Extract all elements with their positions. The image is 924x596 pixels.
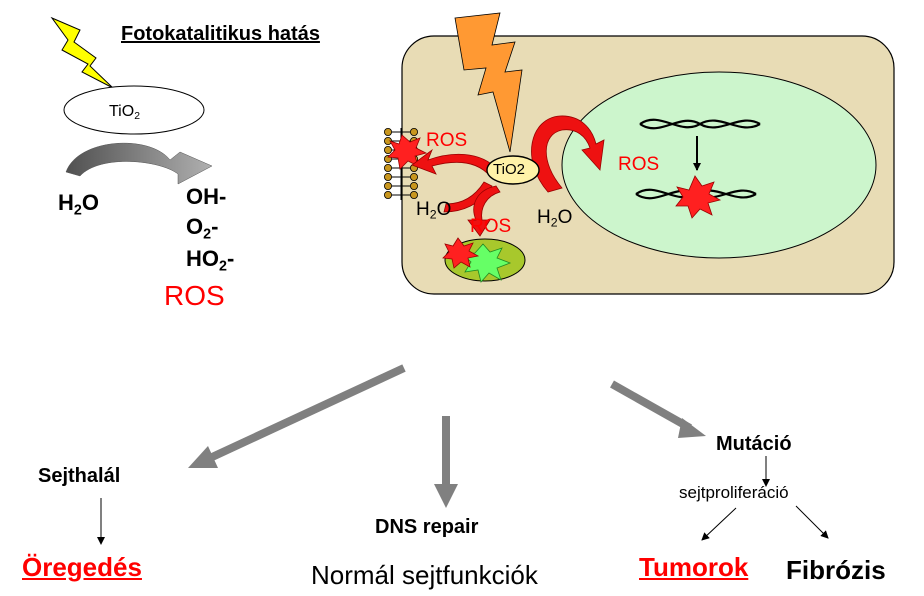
damage-star-red-icon — [442, 237, 480, 269]
lipid-head — [383, 181, 392, 190]
product-oh: OH- — [186, 184, 227, 209]
outcome-fibrosis: Fibrózis — [786, 555, 886, 585]
water-reactant-label: H2O — [58, 190, 99, 219]
ros-nucleus-label: ROS — [618, 154, 660, 175]
mitochondrion — [442, 237, 526, 283]
page-title: Fotokatalitikus hatás — [121, 23, 320, 45]
outcome-tumor: Tumorok — [639, 552, 749, 582]
water-right-label: H2O — [537, 207, 573, 230]
product-ros: ROS — [164, 280, 225, 311]
product-o2: O2- — [186, 214, 219, 243]
lipid-head — [383, 163, 392, 172]
ros-arrows — [411, 115, 605, 237]
lightning-bolt-orange-icon — [454, 12, 523, 153]
outcome-proliferation: sejtproliferáció — [679, 483, 789, 502]
product-ho2: HO2- — [186, 246, 235, 275]
ros-membrane-label: ROS — [426, 130, 468, 151]
arrow-prolif-tumor — [701, 507, 737, 541]
lipid-head — [383, 172, 392, 181]
lipid-head — [383, 127, 392, 136]
lipid-head — [409, 181, 418, 190]
outcome-dna-repair: DNS repair — [375, 516, 479, 538]
nucleus — [561, 71, 877, 259]
lipid-head — [383, 190, 392, 199]
lipid-head — [383, 136, 392, 145]
ros-mito-label: ROS — [470, 216, 512, 237]
outcome-arrows — [188, 364, 706, 508]
lipid-head — [409, 190, 418, 199]
lipid-head — [383, 145, 392, 154]
damage-star-dna-icon — [675, 175, 722, 219]
outcome-cell-death: Sejthalál — [38, 465, 121, 487]
tio2-particle-label: TiO2 — [493, 161, 525, 178]
water-left-label: H2O — [416, 199, 452, 222]
outcome-normal-function: Normál sejtfunkciók — [311, 560, 538, 590]
tio2-ellipse — [63, 85, 205, 135]
outcome-mutation: Mutáció — [716, 433, 792, 455]
tio2-label: TiO2 — [109, 103, 140, 123]
lightning-bolt-icon — [50, 16, 114, 89]
outcome-aging: Öregedés — [22, 552, 142, 582]
damage-star-membrane-icon — [387, 134, 428, 170]
arrow-prolif-fibrosis — [795, 505, 829, 539]
tio2-particle — [486, 155, 540, 185]
lipid-head — [409, 172, 418, 181]
lipid-head — [409, 127, 418, 136]
reaction-arrow-icon — [65, 142, 213, 185]
